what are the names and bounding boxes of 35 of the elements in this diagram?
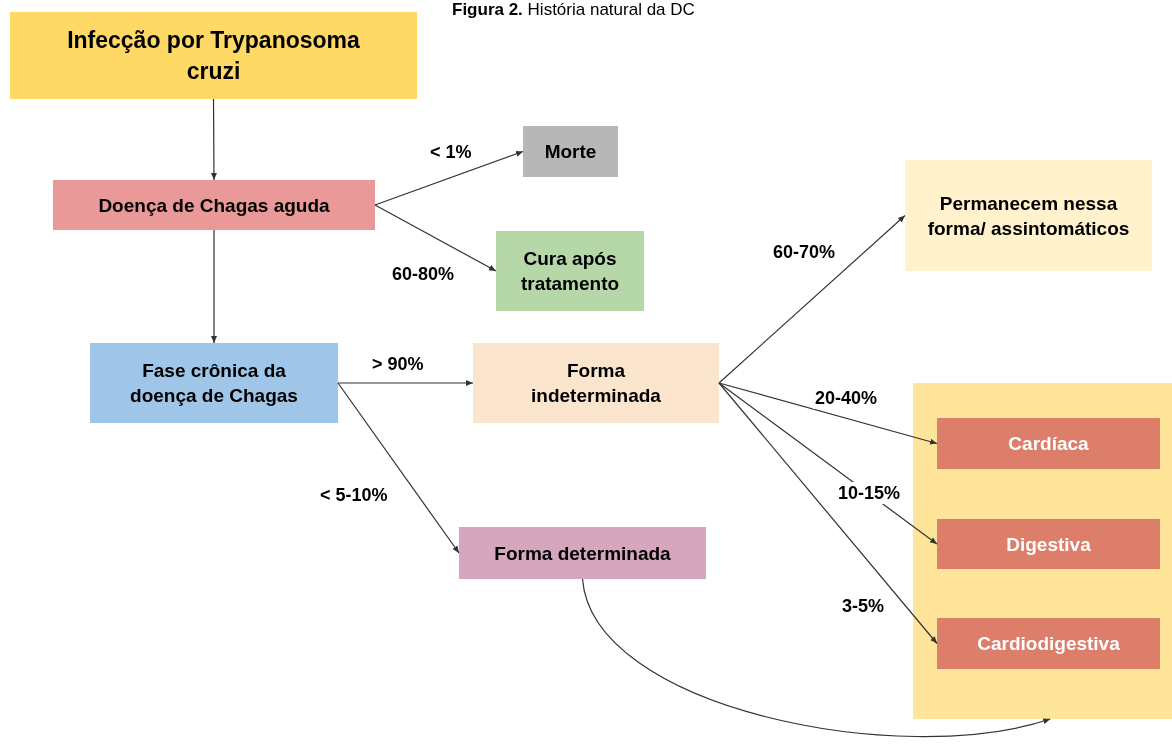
node-label: Digestiva [1006, 532, 1091, 557]
outcome-box [523, 126, 618, 177]
node-label: Morte [544, 140, 597, 164]
node-label: Forma indeterminada [530, 359, 662, 408]
figure-title: Figura 2. História natural da DC [452, 0, 695, 20]
node-label: Cura após tratamento [519, 247, 621, 296]
node-label: Doença de Chagas aguda [98, 193, 330, 218]
process-box [10, 12, 417, 99]
node-label: Cardiodigestiva [977, 632, 1120, 656]
node-label: Permanecem nessa forma/ assintomáticos [926, 191, 1131, 241]
outcome-box [496, 231, 644, 311]
outcome-box [937, 418, 1160, 469]
arrow [374, 204, 497, 272]
arrow [210, 98, 217, 181]
process-box [459, 527, 706, 579]
arrow [581, 578, 1051, 738]
outcome-box [937, 519, 1160, 569]
edge-label: 10-15% [836, 482, 903, 504]
node-label: Cardíaca [1008, 432, 1089, 456]
arrow [337, 380, 474, 386]
arrow [374, 150, 524, 206]
arrow [718, 382, 938, 445]
arrow [211, 229, 217, 344]
node-label: Fase crônica da doença de Chagas [129, 359, 299, 408]
node-label: Infecção por Trypanosoma cruzi [66, 25, 361, 86]
outcome-box [937, 618, 1160, 669]
arrow [337, 382, 460, 554]
arrow [718, 382, 938, 645]
process-box [90, 343, 338, 423]
process-box [473, 343, 719, 423]
node-label: Forma determinada [494, 541, 671, 566]
arrow [718, 214, 906, 384]
process-box [53, 180, 375, 230]
outcome-box [905, 160, 1152, 271]
group-box [913, 383, 1172, 719]
